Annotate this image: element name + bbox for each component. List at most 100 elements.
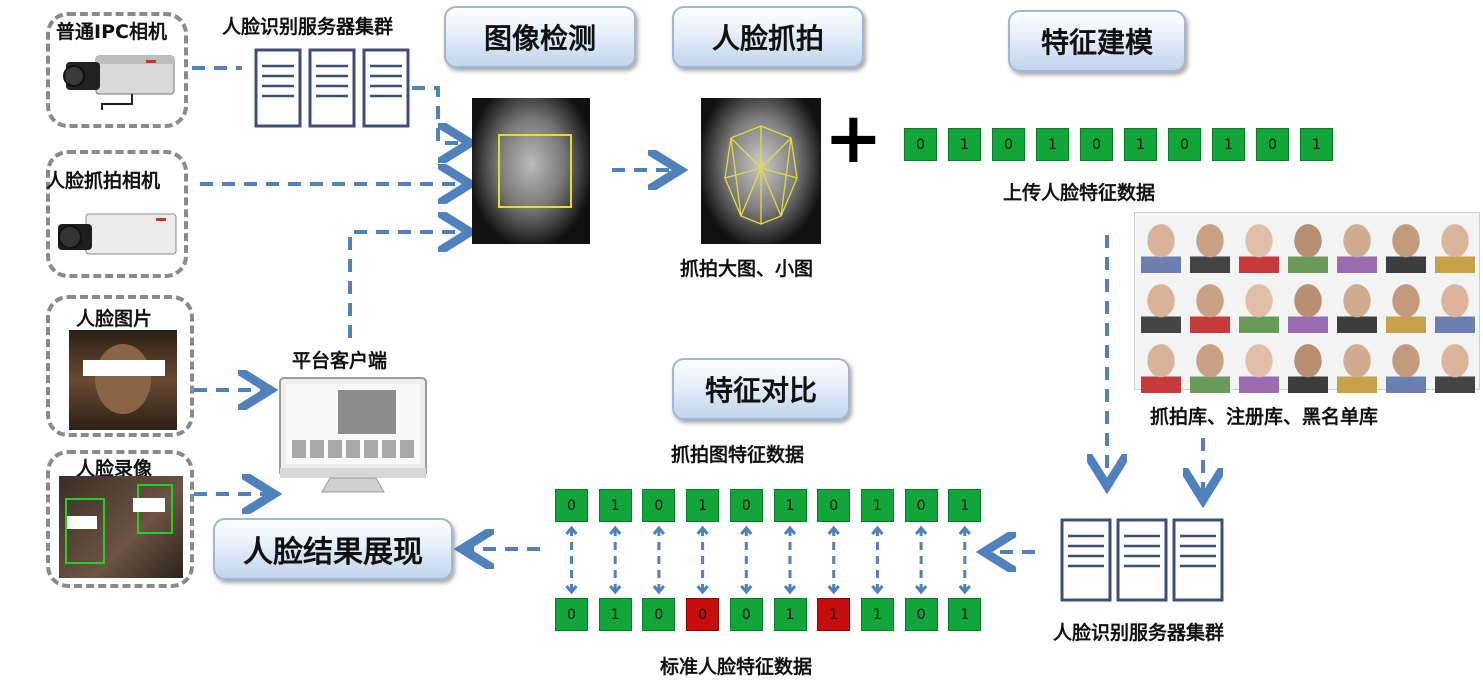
- plus-icon: +: [824, 97, 883, 179]
- library-face-thumbnail: [1141, 341, 1181, 393]
- upload-bit-cell: 1: [1300, 128, 1333, 161]
- server-cluster-bottom: [1058, 512, 1228, 604]
- face-video-label: 人脸录像: [76, 458, 153, 480]
- face-camera-label: 人脸抓拍相机: [46, 170, 161, 192]
- face-picture-photo: [69, 330, 177, 430]
- library-face-thumbnail: [1435, 221, 1475, 273]
- upload-bit-cell: 0: [1168, 128, 1201, 161]
- library-face-thumbnail: [1386, 341, 1426, 393]
- upload-bit-cell: 0: [1080, 128, 1113, 161]
- face-video-box: [46, 450, 194, 588]
- bit-compare-arrowhead: [609, 585, 622, 595]
- server-rack-icon: [254, 48, 410, 128]
- library-face-thumbnail: [1239, 341, 1279, 393]
- ipc-camera-box: [46, 12, 188, 128]
- monitor-icon: [278, 376, 428, 494]
- bit-compare-arrowhead: [609, 525, 622, 535]
- stage-feature-compare: 特征对比: [672, 358, 850, 420]
- upload-bit-cell: 0: [1256, 128, 1289, 161]
- library-face-thumbnail: [1386, 221, 1426, 273]
- stage-face-result: 人脸结果展现: [213, 518, 453, 580]
- server-cluster-bottom-label: 人脸识别服务器集群: [1053, 622, 1225, 644]
- stage-feature-modeling: 特征建模: [1008, 10, 1186, 72]
- bit-compare-arrowhead: [871, 585, 884, 595]
- bit-compare-arrowhead: [914, 525, 928, 535]
- bit-compare-arrowhead: [914, 585, 928, 595]
- standard-bit-cell: 1: [817, 598, 851, 631]
- capture-bit-cell: 1: [860, 489, 894, 522]
- library-face-thumbnail: [1288, 221, 1328, 273]
- standard-bit-cell: 0: [686, 598, 720, 631]
- bit-compare-arrowhead: [740, 585, 753, 595]
- bit-compare-arrowhead: [652, 585, 666, 595]
- standard-bit-cell: 1: [860, 598, 894, 631]
- detection-face-image: [472, 98, 590, 244]
- bit-compare-arrowhead: [696, 585, 709, 595]
- face-picture-label: 人脸图片: [76, 308, 153, 330]
- stage-face-capture: 人脸抓拍: [672, 6, 864, 68]
- bit-compare-arrowhead: [652, 525, 666, 535]
- bit-compare-arrowhead: [871, 525, 884, 535]
- capture-bit-cell: 0: [555, 489, 588, 522]
- standard-bit-cell: 0: [642, 598, 676, 631]
- stage-image-detection: 图像检测: [444, 6, 636, 68]
- library-face-thumbnail: [1141, 281, 1181, 333]
- standard-bit-cell: 1: [773, 598, 807, 631]
- upload-bit-cell: 1: [948, 128, 981, 161]
- library-face-thumbnail: [1337, 281, 1377, 333]
- library-face-thumbnail: [1141, 221, 1181, 273]
- bit-compare-arrowhead: [565, 525, 578, 535]
- capture-bit-cell: 1: [773, 489, 807, 522]
- capture-face-image: [701, 98, 821, 244]
- face-picture-box: [46, 295, 194, 437]
- library-face-thumbnail: [1337, 221, 1377, 273]
- capture-bit-cell: 1: [686, 489, 720, 522]
- server-rack-icon: [1060, 518, 1224, 602]
- libraries-label: 抓拍库、注册库、黑名单库: [1150, 406, 1379, 428]
- bit-compare-arrowhead: [827, 585, 840, 595]
- bit-compare-arrowhead: [958, 585, 971, 595]
- standard-bit-cell: 0: [729, 598, 763, 631]
- platform-client-label: 平台客户端: [292, 350, 388, 372]
- upload-bit-cell: 1: [1124, 128, 1157, 161]
- library-face-thumbnail: [1190, 281, 1230, 333]
- capture-bit-cell: 1: [948, 489, 982, 522]
- standard-bit-cell: 1: [598, 598, 632, 631]
- upload-features-label: 上传人脸特征数据: [1003, 182, 1156, 204]
- library-face-thumbnail: [1288, 341, 1328, 393]
- arrow-client-to-detect: [348, 232, 462, 338]
- library-face-thumbnail: [1239, 281, 1279, 333]
- bit-compare-arrowhead: [958, 525, 971, 535]
- capture-images-label: 抓拍大图、小图: [680, 258, 814, 280]
- library-face-thumbnail: [1190, 341, 1230, 393]
- library-face-thumbnail: [1288, 281, 1328, 333]
- capture-bit-cell: 0: [729, 489, 763, 522]
- arrow-cluster-to-detect: [412, 86, 462, 143]
- capture-features-label: 抓拍图特征数据: [671, 444, 805, 466]
- capture-bit-cell: 0: [904, 489, 938, 522]
- bit-compare-arrowhead: [783, 585, 797, 595]
- face-video-frame: [59, 476, 183, 578]
- upload-bit-cell: 0: [904, 128, 937, 161]
- capture-bit-cell: 0: [817, 489, 851, 522]
- ipc-camera-label: 普通IPC相机: [56, 21, 167, 43]
- bit-compare-arrowhead: [827, 525, 840, 535]
- library-face-thumbnail: [1190, 221, 1230, 273]
- bit-compare-arrowhead: [696, 525, 709, 535]
- library-face-thumbnail: [1386, 281, 1426, 333]
- server-cluster-top-label: 人脸识别服务器集群: [222, 16, 394, 38]
- upload-bit-cell: 1: [1212, 128, 1245, 161]
- capture-bit-cell: 1: [598, 489, 632, 522]
- standard-bit-cell: 0: [555, 598, 588, 631]
- standard-features-label: 标准人脸特征数据: [660, 656, 813, 678]
- library-face-thumbnail: [1337, 341, 1377, 393]
- bit-compare-arrowhead: [783, 525, 797, 535]
- bit-compare-arrowhead: [740, 525, 753, 535]
- face-camera-icon: [56, 210, 180, 264]
- server-cluster-top: [252, 44, 416, 130]
- bit-compare-arrowhead: [565, 585, 578, 595]
- library-face-thumbnail: [1435, 341, 1475, 393]
